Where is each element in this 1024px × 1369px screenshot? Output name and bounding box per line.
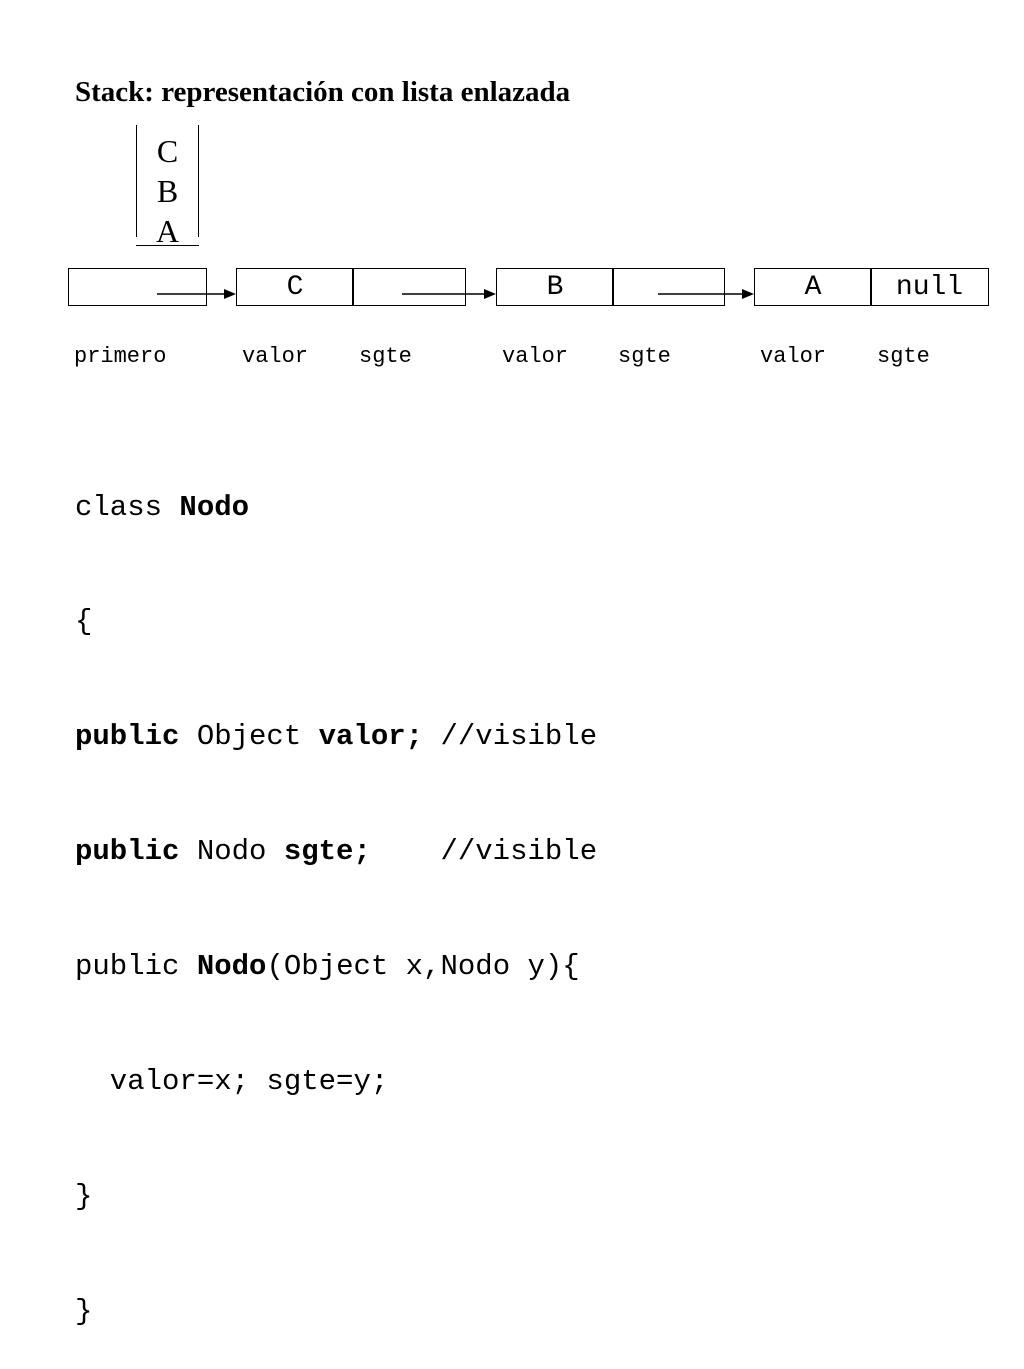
node-1-sgte-cell (352, 268, 466, 306)
stack-left-wall (136, 125, 137, 237)
label-node-2-sgte: sgte (618, 344, 671, 369)
code-type: Object (179, 720, 319, 754)
stack-illustration: C B A (136, 125, 200, 249)
node-2-valor-cell (496, 268, 614, 306)
label-node-2-valor: valor (502, 344, 569, 369)
code-line-constructor: public Nodo(Object x,Nodo y){ (75, 948, 597, 986)
label-node-3-valor: valor (760, 344, 827, 369)
head-pointer-cell (68, 268, 207, 306)
label-node-3-sgte: sgte (877, 344, 930, 369)
node-2-sgte (612, 268, 725, 306)
code-line-sgte-field: public Nodo sgte; //visible (75, 833, 597, 871)
code-line-constructor-body: valor=x; sgte=y; (75, 1065, 389, 1099)
label-node-1-valor: valor (242, 344, 309, 369)
stack-item-top: C (156, 133, 179, 169)
stack-floor (136, 245, 199, 246)
node-3-valor-cell (754, 268, 872, 306)
node-1-valor-cell (236, 268, 354, 306)
code-comment: //visible (423, 720, 598, 754)
page-title: Stack: representación con lista enlazada (75, 76, 571, 108)
node-3-valor: A (804, 272, 822, 303)
code-type: Nodo (179, 835, 284, 869)
node-3-sgte-cell (870, 268, 989, 306)
code-line-valor-field: public Object valor; //visible (75, 718, 597, 756)
node-2-valor: B (546, 272, 564, 303)
code-block: class Nodo { public Object valor; //visi… (75, 412, 597, 1369)
stack-right-wall (198, 125, 199, 237)
code-line-close-class: } (75, 1294, 93, 1328)
code-constructor-name: Nodo (196, 950, 267, 984)
code-line-open-brace: { (75, 605, 93, 639)
code-class-name: Nodo (179, 490, 250, 524)
code-line-close-constructor: } (75, 1179, 93, 1213)
code-modifier: public (75, 720, 180, 754)
stack-item-middle: B (156, 173, 179, 209)
node-3-sgte: null (895, 272, 964, 303)
stack-item-bottom: A (155, 213, 180, 249)
code-comment: //visible (370, 835, 598, 869)
code-field-name: valor; (318, 720, 424, 754)
label-node-1-sgte: sgte (359, 344, 412, 369)
label-primero: primero (74, 344, 167, 369)
code-modifier: public (75, 835, 180, 869)
code-keyword-class: class (75, 490, 180, 524)
node-1-valor: C (286, 272, 304, 303)
code-params: (Object x,Nodo y){ (266, 950, 580, 984)
code-modifier: public (75, 950, 197, 984)
node-2-sgte-cell (612, 268, 725, 306)
code-field-name: sgte; (283, 835, 371, 869)
node-1-sgte (352, 268, 466, 306)
code-line-class-decl: class Nodo (75, 489, 597, 527)
